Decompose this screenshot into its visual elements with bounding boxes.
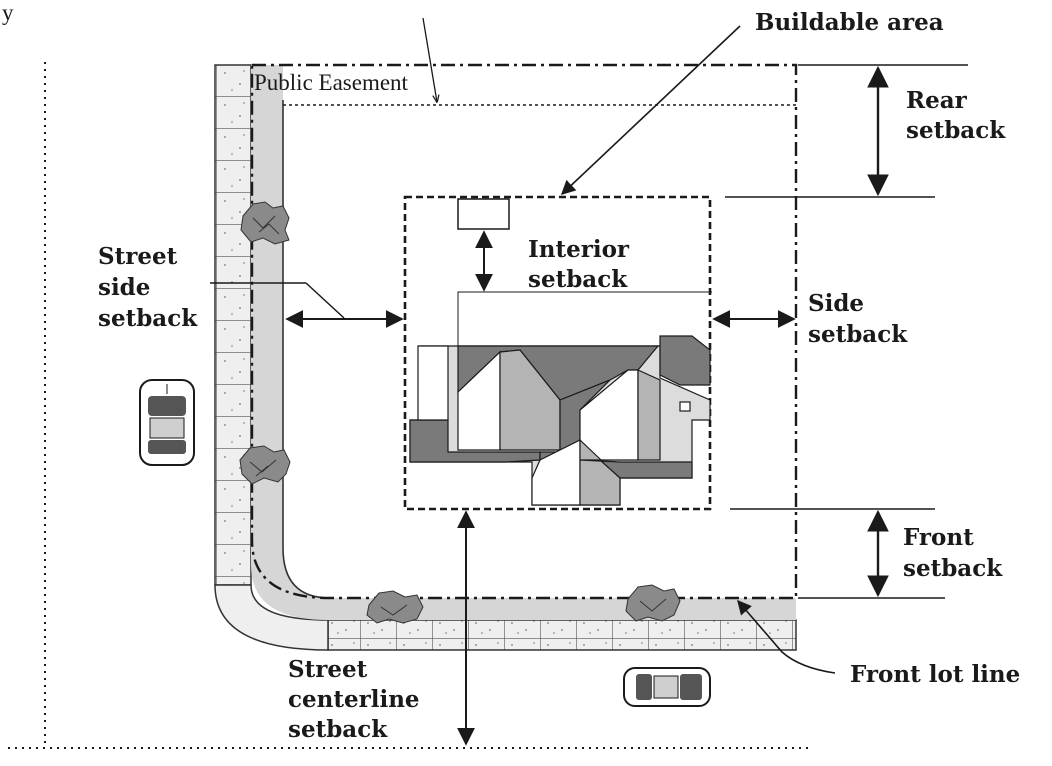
interior-setback-label-2: setback xyxy=(528,266,628,293)
centerline-label-2: centerline xyxy=(288,686,420,713)
tree-3 xyxy=(366,590,424,624)
house-roof-plan xyxy=(409,335,711,506)
front-setback-label-1: Front xyxy=(903,524,974,551)
tree-1 xyxy=(240,201,290,245)
street-side-leader-diag xyxy=(305,282,345,319)
rear-setback-label-2: setback xyxy=(906,117,1006,144)
front-lot-line-leader xyxy=(737,599,836,674)
interior-setback-label-1: Interior xyxy=(528,236,630,263)
curb-paving-vertical xyxy=(214,64,252,586)
side-setback-label-1: Side xyxy=(808,290,864,317)
sidewalk-inner-edge xyxy=(282,100,331,599)
tree-4 xyxy=(625,584,681,622)
interior-setback-reference xyxy=(457,291,712,346)
top-fragment-text: y xyxy=(2,0,14,25)
tree-2 xyxy=(239,445,291,485)
buildable-area-box xyxy=(403,195,712,511)
car-left xyxy=(139,379,195,466)
front-setback-label-2: setback xyxy=(903,555,1003,582)
street-side-label-1: Street xyxy=(98,243,178,270)
lot-line xyxy=(250,63,798,600)
sidewalk xyxy=(251,65,796,620)
buildable-area-leader xyxy=(560,25,741,195)
buildable-area-label: Buildable area xyxy=(755,9,944,36)
public-easement-label: Public Easement xyxy=(254,70,409,95)
street-side-label-2: side xyxy=(98,274,150,301)
rear-setback-label-1: Rear xyxy=(906,87,968,114)
centerline-label-3: setback xyxy=(288,716,388,743)
street-side-label-3: setback xyxy=(98,305,198,332)
car-bottom xyxy=(623,667,711,707)
curb-paving-corner xyxy=(214,584,329,651)
front-lot-line-label: Front lot line xyxy=(850,661,1020,688)
easement-pointer xyxy=(422,17,437,102)
side-setback-label-2: setback xyxy=(808,321,908,348)
accessory-structure xyxy=(457,198,510,230)
curb-paving-horizontal xyxy=(327,619,797,651)
centerline-label-1: Street xyxy=(288,656,368,683)
